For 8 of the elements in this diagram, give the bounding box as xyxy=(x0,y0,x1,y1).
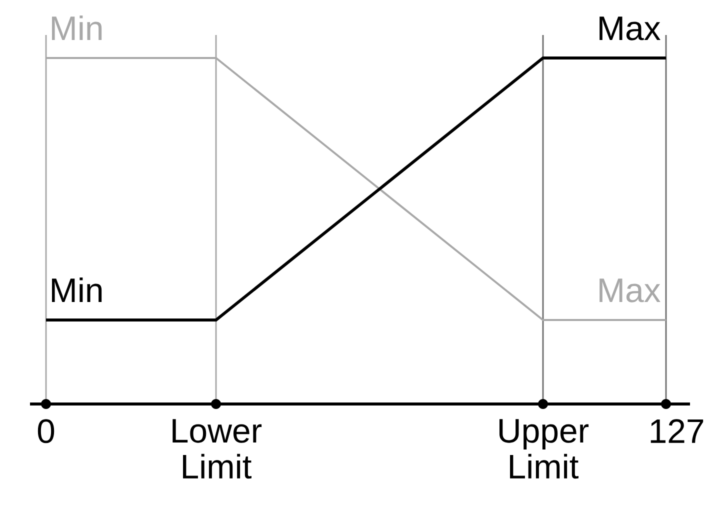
axis-label: 127 xyxy=(650,419,704,443)
axis-label: Max xyxy=(600,278,660,302)
axis-label: Min xyxy=(52,15,102,40)
axis-label: Lower Limit xyxy=(172,419,262,479)
axis-label: Max xyxy=(600,16,660,40)
axis-label: 0 xyxy=(38,419,54,444)
axis-label: Min xyxy=(52,277,102,302)
axis-label: Upper Limit xyxy=(499,419,589,479)
